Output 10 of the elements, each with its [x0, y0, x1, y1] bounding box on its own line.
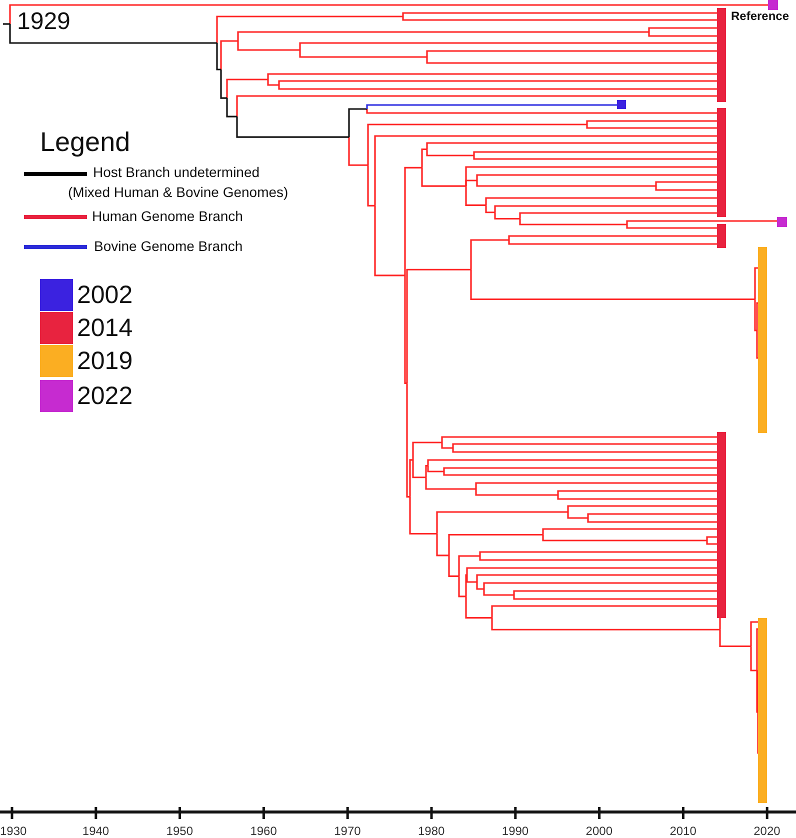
axis-tick-label: 1950	[166, 825, 193, 837]
axis-tick-label: 2010	[670, 825, 696, 837]
axis-tick-label: 1960	[250, 825, 277, 837]
axis-tick-label: 1930	[0, 825, 27, 837]
axis-tick-label: 2020	[754, 825, 780, 837]
axis-tick-label: 1940	[82, 825, 110, 837]
axis-tick-label: 1980	[418, 825, 445, 837]
axis-tick-label: 2000	[586, 825, 612, 837]
axis-tick-label: 1990	[502, 825, 529, 837]
axis-tick-label: 1970	[334, 825, 361, 837]
